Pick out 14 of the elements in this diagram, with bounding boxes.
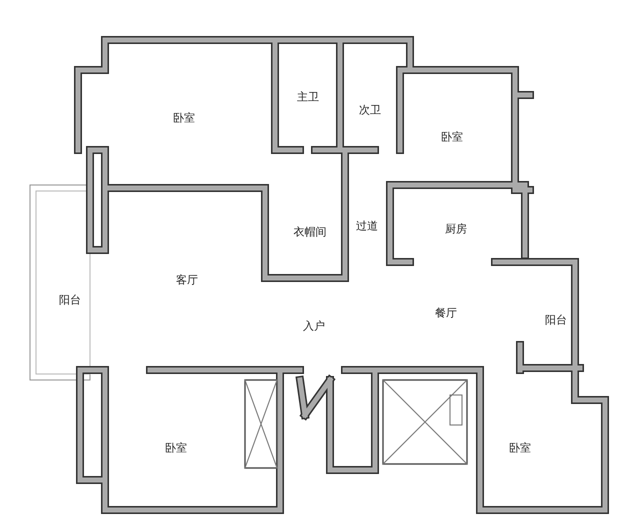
room-label: 厨房 bbox=[445, 224, 467, 234]
room-label: 卧室 bbox=[441, 132, 463, 142]
room-label: 卧室 bbox=[173, 112, 195, 124]
room-label: 主卫 bbox=[297, 92, 319, 102]
room-label: 阳台 bbox=[59, 294, 81, 306]
room-label: 客厅 bbox=[176, 274, 198, 286]
room-label: 卧室 bbox=[165, 442, 187, 454]
room-label: 入户 bbox=[303, 320, 325, 332]
room-label: 次卫 bbox=[359, 104, 381, 116]
room-label: 卧室 bbox=[509, 442, 531, 454]
room-label: 衣帽间 bbox=[294, 226, 326, 238]
room-label: 阳台 bbox=[545, 314, 567, 326]
room-label: 过道 bbox=[356, 220, 378, 232]
room-label: 餐厅 bbox=[435, 308, 457, 318]
